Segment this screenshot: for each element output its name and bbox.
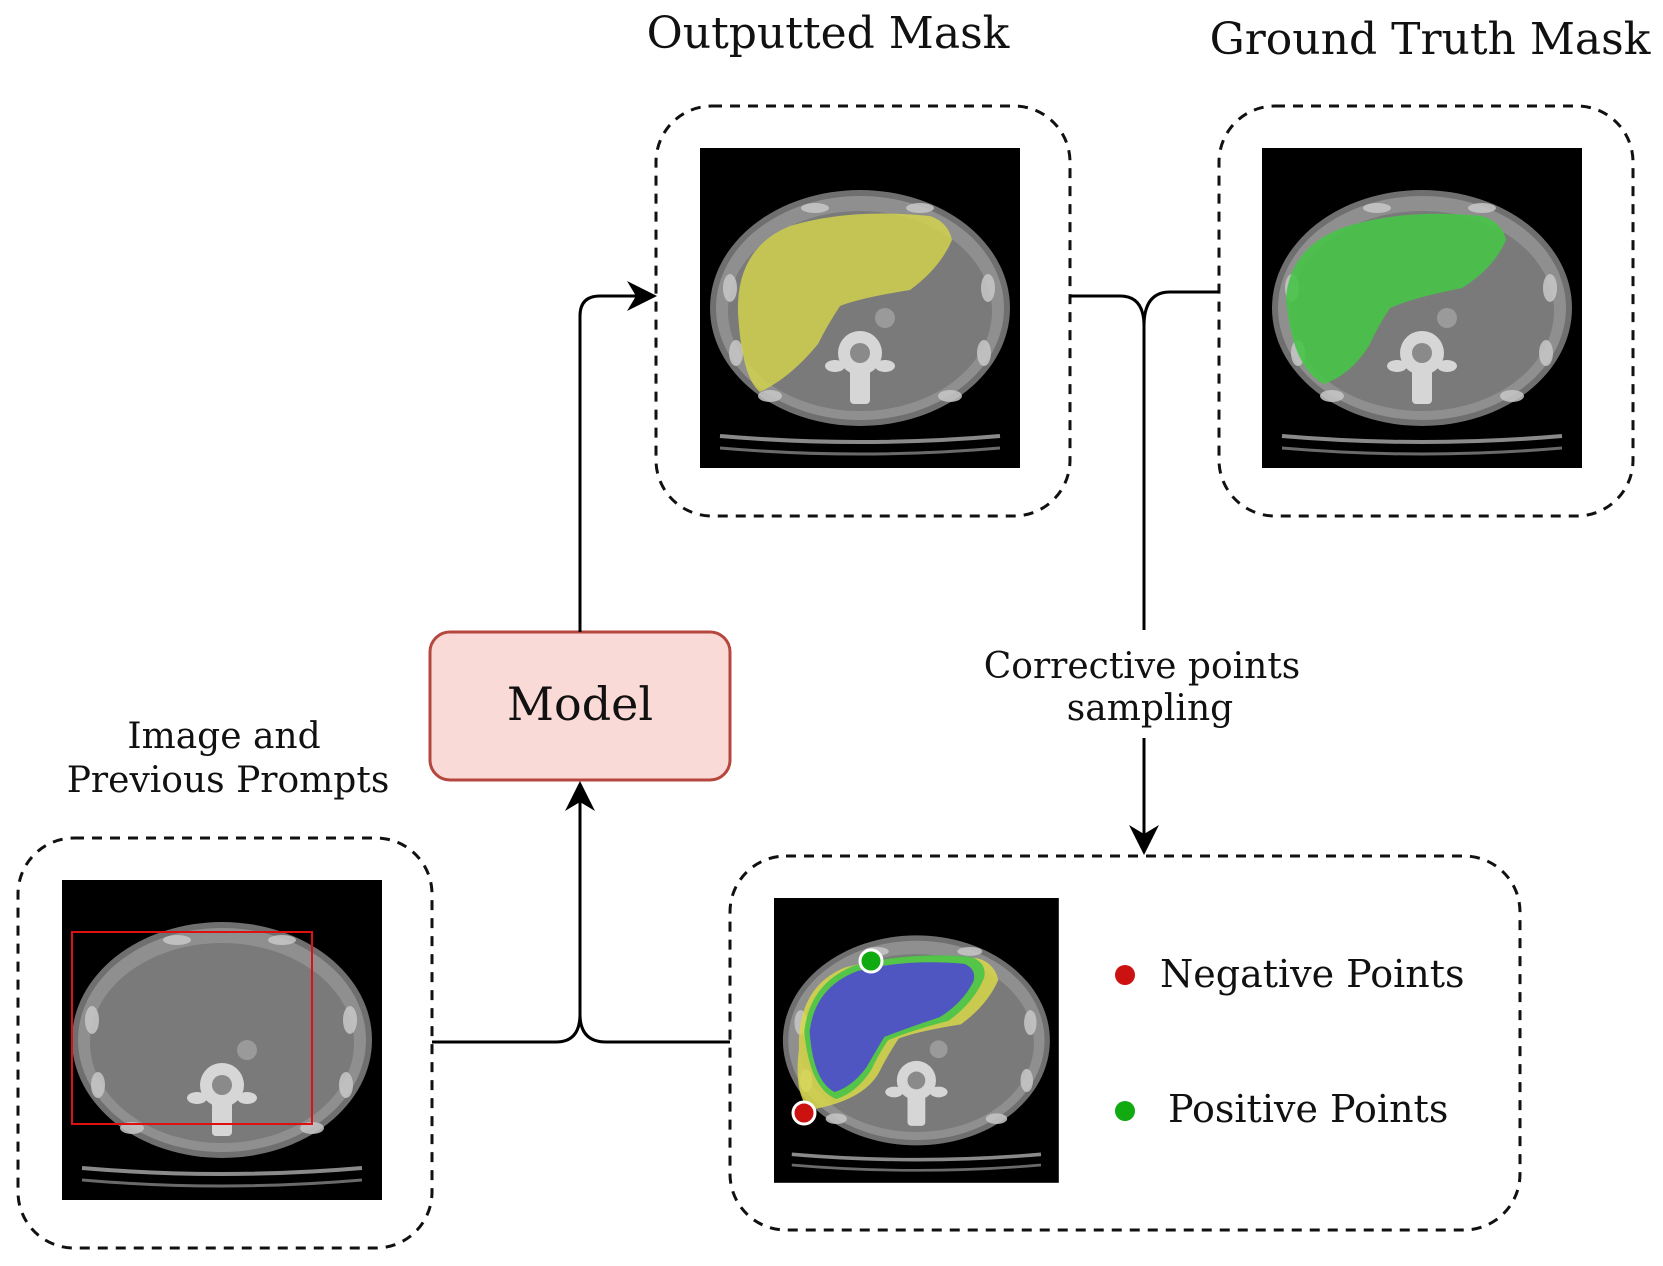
positive-point-marker bbox=[858, 948, 884, 974]
ground-truth-mask bbox=[1286, 213, 1506, 384]
ground-truth-to-sampling-connector bbox=[1142, 290, 1219, 327]
positive-legend-label: Positive Points bbox=[1168, 1087, 1448, 1131]
negative-point-marker bbox=[791, 1100, 817, 1126]
outputted-mask-panel bbox=[654, 104, 1072, 518]
positive-legend-icon bbox=[1115, 1101, 1135, 1121]
output-to-sampling-connector bbox=[1070, 294, 1146, 327]
input-title-line2: Previous Prompts bbox=[67, 760, 390, 801]
input-image-panel bbox=[16, 836, 434, 1250]
ground-truth-mask-panel bbox=[1217, 104, 1635, 518]
negative-legend-label: Negative Points bbox=[1160, 952, 1464, 996]
ground-truth-mask-title: Ground Truth Mask bbox=[1210, 14, 1651, 65]
sampling-label-line1: Corrective points bbox=[984, 646, 1301, 687]
outputted-mask-title: Outputted Mask bbox=[647, 8, 1010, 59]
model-to-output-arrow bbox=[578, 281, 657, 632]
bbox-prompt bbox=[71, 931, 313, 1125]
corrective-to-model-connector bbox=[578, 1013, 730, 1044]
input-title-line1: Image and bbox=[127, 716, 320, 757]
overlap-region bbox=[809, 962, 975, 1093]
input-to-model-connector bbox=[432, 1013, 582, 1044]
input-image bbox=[60, 878, 384, 1202]
prediction-mask bbox=[737, 213, 952, 392]
model-label: Model bbox=[507, 677, 653, 731]
sampling-label-line2: sampling bbox=[1067, 688, 1233, 729]
corrective-points-image bbox=[772, 896, 1061, 1185]
negative-legend-icon bbox=[1115, 965, 1135, 985]
ground-truth-mask-image bbox=[1260, 146, 1584, 470]
outputted-mask-image bbox=[698, 146, 1022, 470]
